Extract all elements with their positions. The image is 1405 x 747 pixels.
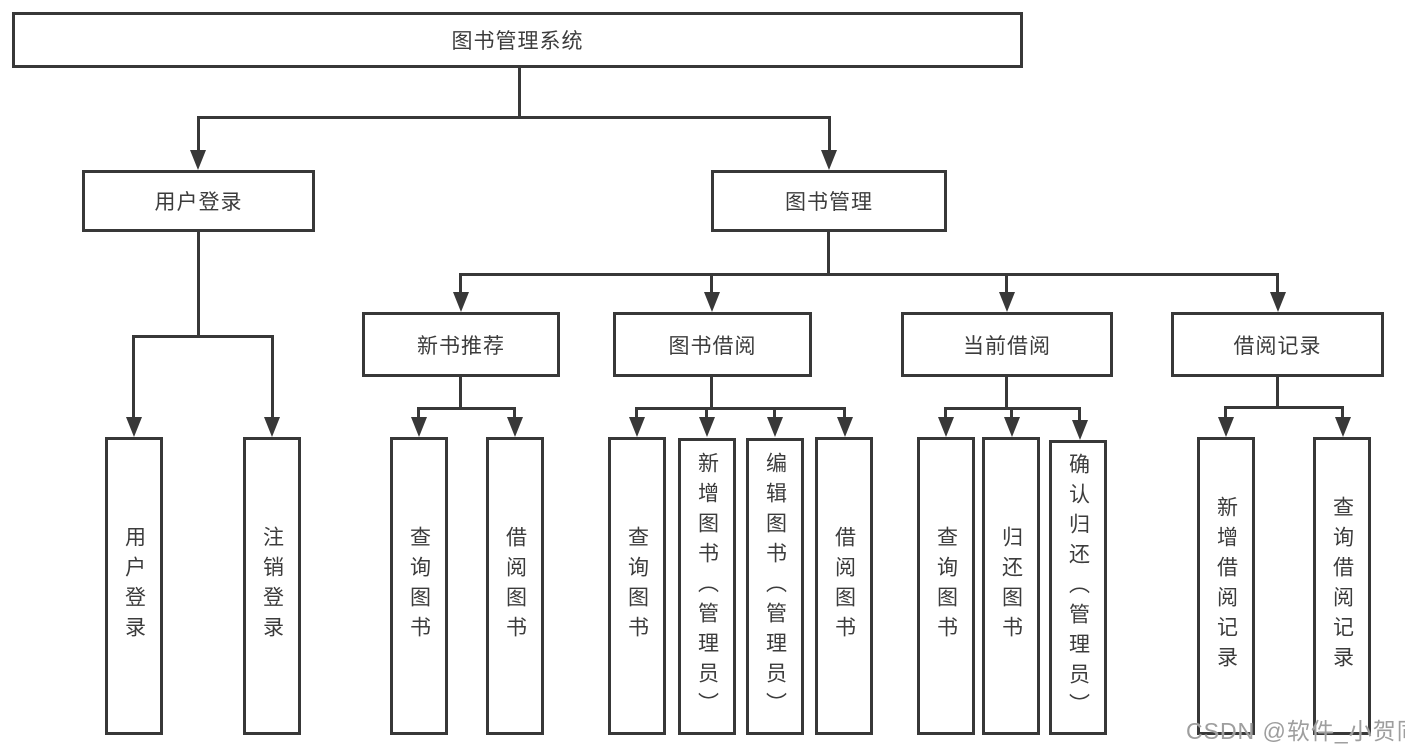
arrow-down-icon xyxy=(190,150,206,170)
arrow-down-icon xyxy=(453,292,469,312)
arrow-down-icon xyxy=(1218,417,1234,437)
node-new-book-recommend: 新书推荐 xyxy=(362,312,560,377)
leaf-logout-label: 注销登录 xyxy=(260,526,284,646)
node-current-borrow-label: 当前借阅 xyxy=(963,334,1051,358)
connector-line xyxy=(705,407,708,417)
connector-line xyxy=(1078,407,1081,420)
leaf-confirm-return-admin-label: 确认归还（管理员） xyxy=(1066,452,1090,723)
connector-line xyxy=(271,335,274,417)
node-root-label: 图书管理系统 xyxy=(451,30,584,53)
leaf-recommend-query-books: 查询图书 xyxy=(390,437,448,735)
leaf-edit-books-admin-label: 编辑图书（管理员） xyxy=(763,451,787,722)
connector-line xyxy=(513,407,516,417)
leaf-add-books-admin-label: 新增图书（管理员） xyxy=(695,451,719,722)
connector-line xyxy=(1005,377,1008,407)
connector-line xyxy=(710,377,713,407)
leaf-recommend-borrow-books: 借阅图书 xyxy=(486,437,544,735)
leaf-borrow-books: 借阅图书 xyxy=(815,437,873,735)
node-user-login-label: 用户登录 xyxy=(154,191,243,214)
connector-line xyxy=(1276,377,1279,406)
arrow-down-icon xyxy=(699,417,715,437)
connector-line xyxy=(417,407,420,417)
arrow-down-icon xyxy=(1004,417,1020,437)
node-current-borrow: 当前借阅 xyxy=(901,312,1113,377)
arrow-down-icon xyxy=(704,292,720,312)
leaf-return-books-label: 归还图书 xyxy=(999,526,1023,646)
connector-line xyxy=(773,407,776,417)
leaf-query-borrow-record-label: 查询借阅记录 xyxy=(1330,496,1354,676)
node-borrow-records-label: 借阅记录 xyxy=(1233,334,1322,358)
connector-line xyxy=(132,335,274,338)
connector-line xyxy=(827,232,830,273)
arrow-down-icon xyxy=(507,417,523,437)
connector-line xyxy=(459,377,462,407)
arrow-down-icon xyxy=(999,292,1015,312)
connector-line xyxy=(635,407,638,417)
leaf-logout: 注销登录 xyxy=(243,437,301,735)
arrow-down-icon xyxy=(411,417,427,437)
node-user-login: 用户登录 xyxy=(82,170,315,232)
connector-line xyxy=(197,232,200,335)
arrow-down-icon xyxy=(938,417,954,437)
connector-line xyxy=(635,407,846,410)
node-book-management: 图书管理 xyxy=(711,170,947,232)
connector-line xyxy=(944,407,947,417)
leaf-return-books: 归还图书 xyxy=(982,437,1040,735)
node-borrow-records: 借阅记录 xyxy=(1171,312,1384,377)
leaf-user-login: 用户登录 xyxy=(105,437,163,735)
leaf-borrow-query-books-label: 查询图书 xyxy=(625,526,649,646)
leaf-add-books-admin: 新增图书（管理员） xyxy=(678,438,736,735)
arrow-down-icon xyxy=(767,417,783,437)
connector-line xyxy=(1224,406,1344,409)
leaf-add-borrow-record-label: 新增借阅记录 xyxy=(1214,496,1238,676)
connector-line xyxy=(132,335,135,417)
arrow-down-icon xyxy=(1072,420,1088,440)
connector-line xyxy=(1276,273,1279,292)
leaf-edit-books-admin: 编辑图书（管理员） xyxy=(746,438,804,735)
leaf-query-borrow-record: 查询借阅记录 xyxy=(1313,437,1371,735)
leaf-confirm-return-admin: 确认归还（管理员） xyxy=(1049,440,1107,735)
connector-line xyxy=(1341,406,1344,417)
connector-line xyxy=(459,273,462,292)
connector-line xyxy=(459,273,1279,276)
node-book-borrow: 图书借阅 xyxy=(613,312,812,377)
leaf-recommend-query-books-label: 查询图书 xyxy=(407,526,431,646)
csdn-watermark: CSDN @软件_小贺同学 xyxy=(1186,718,1405,744)
arrow-down-icon xyxy=(126,417,142,437)
leaf-current-query-books: 查询图书 xyxy=(917,437,975,735)
arrow-down-icon xyxy=(1335,417,1351,437)
arrow-down-icon xyxy=(1270,292,1286,312)
node-root: 图书管理系统 xyxy=(12,12,1023,68)
node-new-book-recommend-label: 新书推荐 xyxy=(417,334,505,358)
leaf-add-borrow-record: 新增借阅记录 xyxy=(1197,437,1255,735)
leaf-borrow-query-books: 查询图书 xyxy=(608,437,666,735)
arrow-down-icon xyxy=(629,417,645,437)
connector-line xyxy=(1005,273,1008,292)
arrow-down-icon xyxy=(821,150,837,170)
connector-line xyxy=(828,116,831,150)
node-book-borrow-label: 图书借阅 xyxy=(668,334,757,358)
connector-line xyxy=(518,68,521,116)
leaf-current-query-books-label: 查询图书 xyxy=(934,526,958,646)
arrow-down-icon xyxy=(264,417,280,437)
leaf-user-login-label: 用户登录 xyxy=(122,526,146,646)
node-book-management-label: 图书管理 xyxy=(785,191,873,214)
connector-line xyxy=(197,116,200,150)
connector-line xyxy=(843,407,846,417)
connector-line xyxy=(710,273,713,292)
leaf-recommend-borrow-books-label: 借阅图书 xyxy=(503,526,527,646)
connector-line xyxy=(417,407,516,410)
connector-line xyxy=(197,116,831,119)
leaf-borrow-books-label: 借阅图书 xyxy=(832,526,856,646)
connector-line xyxy=(1010,407,1013,417)
connector-line xyxy=(1224,406,1227,417)
arrow-down-icon xyxy=(837,417,853,437)
